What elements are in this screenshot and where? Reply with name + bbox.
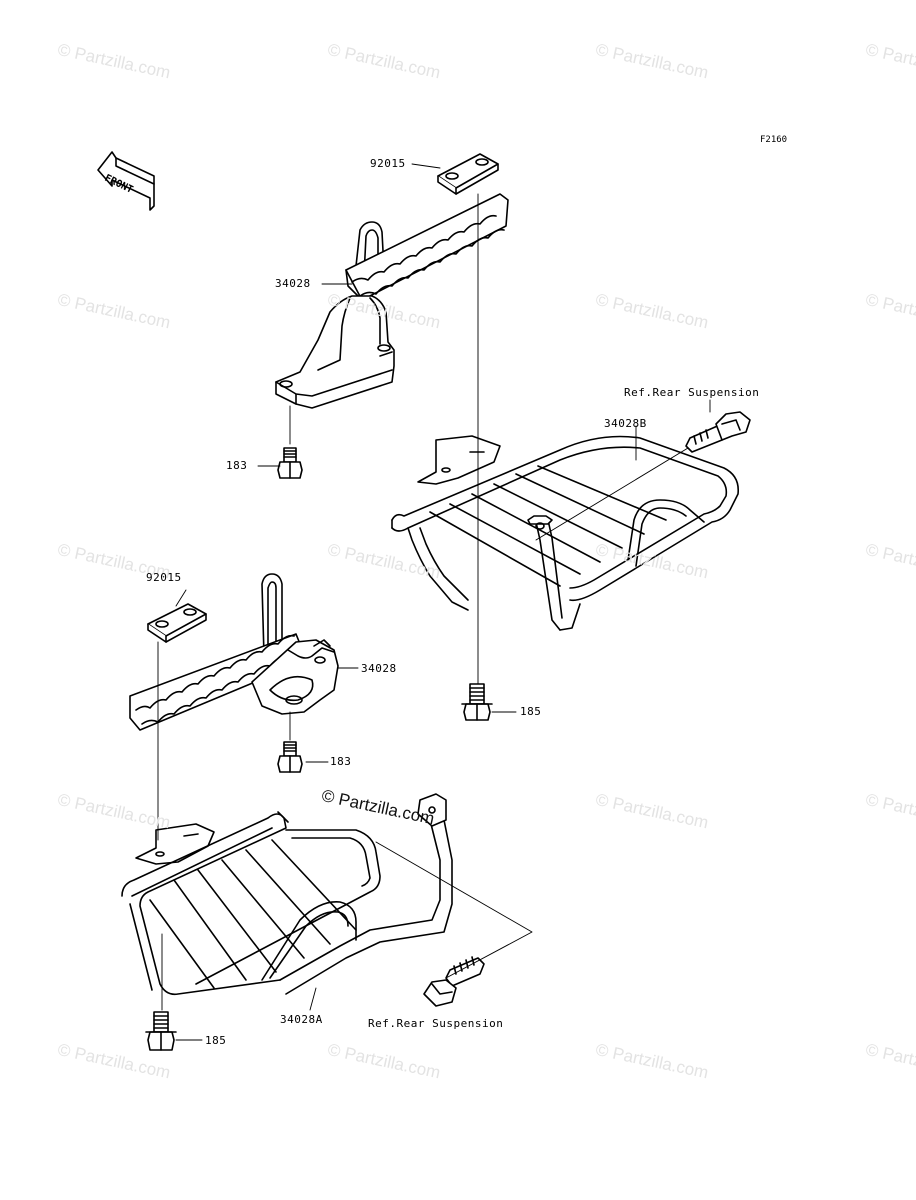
- footrest-top: [275, 193, 509, 409]
- ref-bolt-top: [685, 411, 751, 453]
- rubber-pad-top: [437, 153, 499, 195]
- part-label-183-left: 183: [330, 755, 352, 768]
- bolt-183-left: [277, 741, 303, 773]
- rubber-pad-left: [147, 603, 207, 643]
- figure-code: F2160: [760, 135, 788, 145]
- ref-bolt-bottom: [423, 956, 485, 1007]
- part-label-ref-rear-suspension-bottom: Ref.Rear Suspension: [368, 1017, 504, 1030]
- part-label-92015-left: 92015: [146, 571, 182, 584]
- part-label-34028b: 34028B: [604, 417, 647, 430]
- part-label-34028-left: 34028: [361, 662, 397, 675]
- footrest-left: [129, 573, 339, 731]
- bolt-185-left: [145, 1011, 177, 1051]
- part-label-183-top: 183: [226, 459, 248, 472]
- front-arrow-icon: FRONT: [97, 151, 155, 211]
- part-label-185-left: 185: [205, 1034, 227, 1047]
- bolt-183-top: [277, 447, 303, 479]
- footrest-frame-right: [391, 435, 740, 631]
- part-label-185-right: 185: [520, 705, 542, 718]
- part-label-ref-rear-suspension-top: Ref.Rear Suspension: [624, 386, 760, 399]
- part-label-92015-top: 92015: [370, 157, 406, 170]
- part-label-34028a: 34028A: [280, 1013, 323, 1026]
- bolt-185-right: [461, 683, 493, 721]
- footrest-frame-left: [121, 793, 453, 996]
- part-label-34028-top: 34028: [275, 277, 311, 290]
